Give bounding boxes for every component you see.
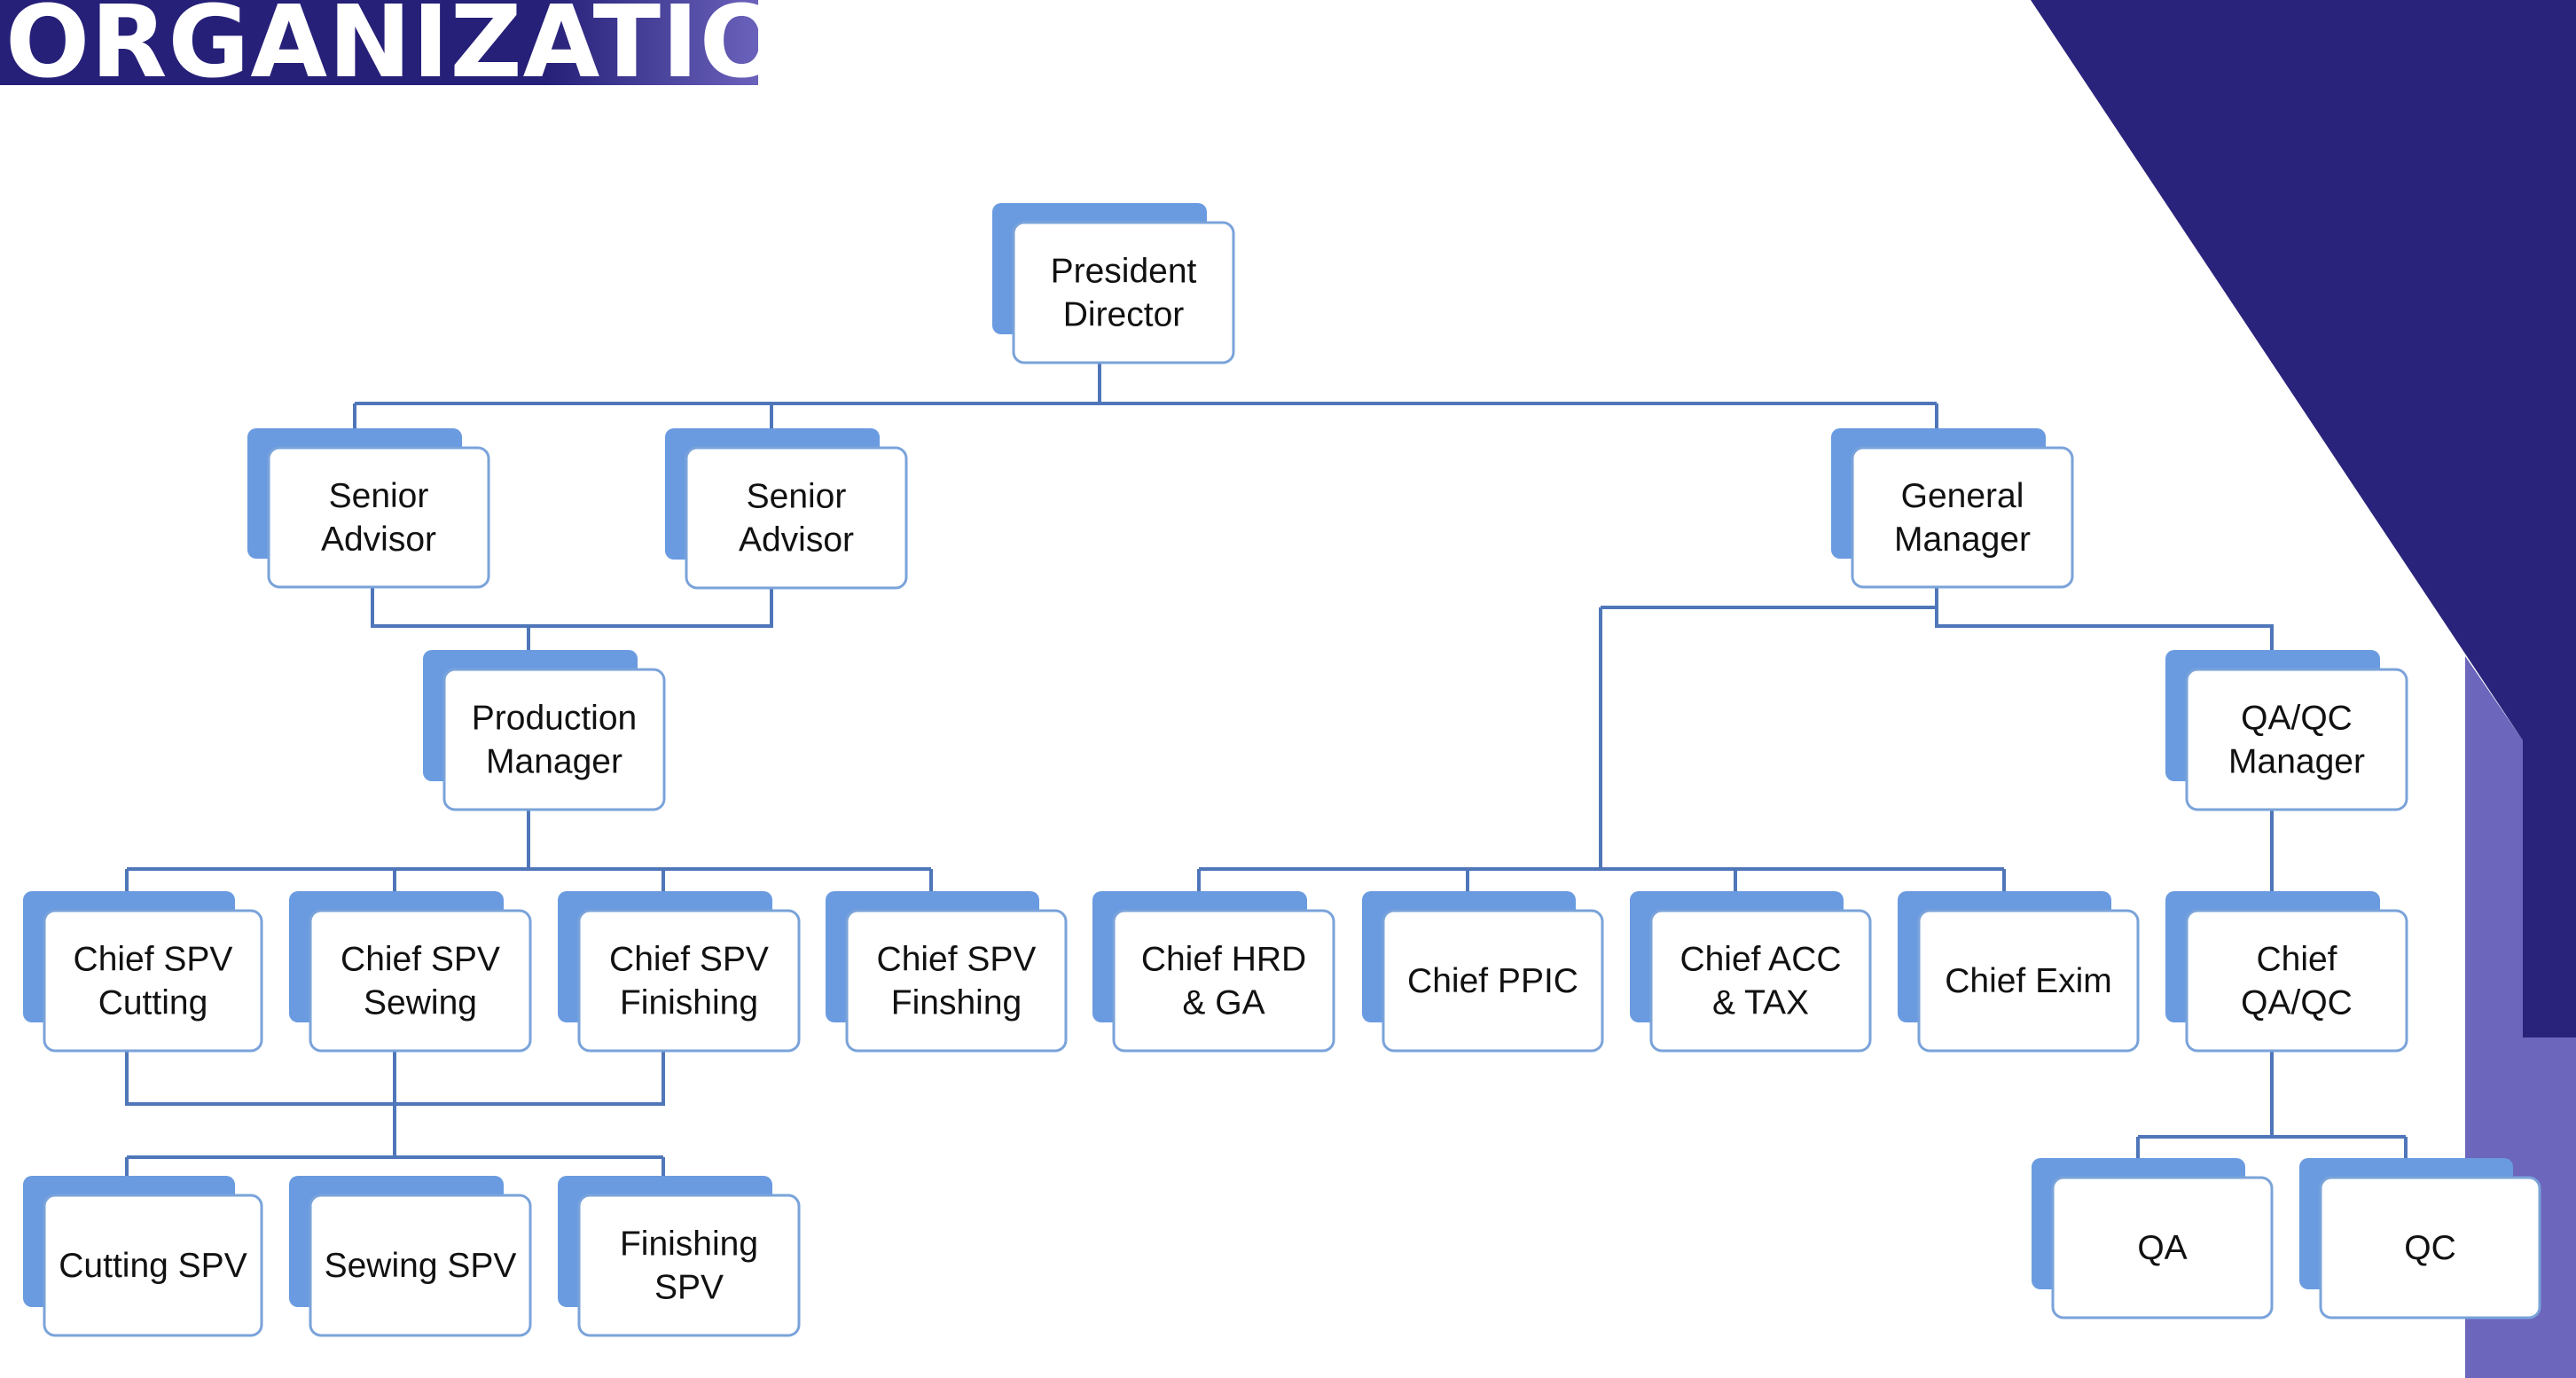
node-label: Senior <box>747 478 847 516</box>
node-box <box>577 1194 801 1337</box>
node-box <box>2051 1176 2274 1319</box>
org-node-qa: QA <box>2032 1158 2274 1319</box>
node-label: Cutting <box>98 984 208 1022</box>
node-box <box>2319 1176 2541 1319</box>
page-title: ORGANIZATION <box>5 0 869 100</box>
node-label: Manager <box>2228 743 2365 781</box>
org-node-cutting: Chief SPV Cutting <box>23 891 263 1053</box>
node-label: Chief SPV <box>74 941 233 979</box>
org-nodes: PresidentDirectorSeniorAdvisorSeniorAdvi… <box>23 203 2541 1337</box>
node-label: Manager <box>1894 521 2031 559</box>
node-label: Chief PPIC <box>1407 962 1578 1000</box>
node-label: QA/QC <box>2241 984 2353 1022</box>
node-label: & GA <box>1182 984 1265 1022</box>
node-box <box>845 909 1068 1053</box>
node-label: QC <box>2404 1229 2456 1267</box>
node-label: President <box>1051 253 1197 291</box>
node-box <box>1851 446 2074 589</box>
node-label: Sewing <box>364 984 477 1022</box>
org-node-qc: QC <box>2299 1158 2541 1319</box>
node-box <box>1382 909 1604 1053</box>
connector-line <box>1935 607 2274 650</box>
connector-lines <box>125 363 2408 1176</box>
org-node-sewing: Chief SPV Sewing <box>289 891 532 1053</box>
node-label: QA <box>2137 1229 2187 1267</box>
node-label: Cutting SPV <box>59 1247 247 1285</box>
corner-decoration-dark <box>2031 0 2576 1037</box>
title-banner: ORGANIZATION <box>0 0 868 92</box>
node-label: Finishing <box>620 1225 758 1264</box>
org-node-finshing: Chief SPV Finshing <box>826 891 1068 1053</box>
node-box <box>309 909 532 1053</box>
node-box <box>1649 909 1872 1053</box>
node-box <box>577 909 801 1053</box>
node-label: Advisor <box>321 521 436 559</box>
org-node-hrd: Chief HRD & GA <box>1092 891 1335 1053</box>
org-node-exim: Chief Exim <box>1898 891 2140 1053</box>
node-box <box>1112 909 1335 1053</box>
node-label: Chief SPV <box>341 941 500 979</box>
org-node-finishing: Chief SPV Finishing <box>558 891 801 1053</box>
org-node-cut-spv: Cutting SPV <box>23 1176 263 1337</box>
node-label: QA/QC <box>2241 700 2353 738</box>
node-label: Director <box>1063 296 1185 334</box>
node-label: Sewing SPV <box>325 1247 517 1285</box>
node-box <box>309 1194 532 1337</box>
org-node-acc: Chief ACC & TAX <box>1630 891 1872 1053</box>
node-box <box>685 446 908 590</box>
node-label: Chief Exim <box>1945 962 2112 1000</box>
node-box <box>1012 221 1235 364</box>
node-box <box>442 668 666 811</box>
node-box <box>2185 909 2408 1053</box>
node-label: Chief SPV <box>609 941 769 979</box>
node-box <box>43 909 263 1053</box>
node-box <box>267 446 490 589</box>
org-node-sew-spv: Sewing SPV <box>289 1176 532 1337</box>
node-label: Finshing <box>891 984 1022 1022</box>
node-box <box>2185 668 2408 811</box>
node-box <box>43 1194 263 1337</box>
connector-line <box>371 587 773 628</box>
node-label: Production <box>472 700 637 738</box>
node-label: SPV <box>654 1269 724 1307</box>
node-label: General <box>1901 477 2024 515</box>
node-label: Advisor <box>739 521 854 560</box>
node-label: Chief SPV <box>877 941 1037 979</box>
node-label: Chief ACC <box>1679 941 1841 979</box>
node-label: Finishing <box>620 984 758 1022</box>
org-node-ppic: Chief PPIC <box>1362 891 1604 1053</box>
node-box <box>1917 909 2140 1053</box>
node-label: Chief <box>2256 941 2337 979</box>
org-node-qaqc-mgr: QA/QC Manager <box>2165 650 2408 811</box>
node-label: & TAX <box>1712 984 1809 1022</box>
node-label: Senior <box>329 477 429 515</box>
node-label: Manager <box>486 743 622 781</box>
node-label: Chief HRD <box>1141 941 1306 979</box>
